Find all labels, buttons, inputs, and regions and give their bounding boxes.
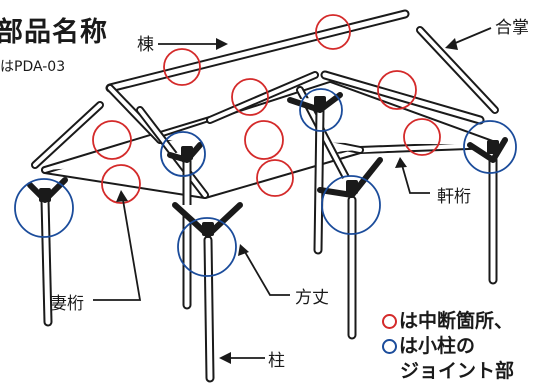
post-joint-circle — [160, 131, 206, 177]
post-joint-circles — [14, 88, 517, 277]
leader-lines — [93, 27, 492, 359]
split-point-circle — [163, 48, 201, 86]
red-circle-icon — [382, 314, 397, 329]
blue-circle-icon — [382, 339, 397, 354]
split-point-circle — [231, 78, 269, 116]
label-rafter: 合掌 — [495, 18, 529, 38]
legend-joint-text: は小柱の — [399, 335, 476, 357]
split-point-circle — [244, 120, 284, 160]
roof-frame — [31, 26, 499, 199]
legend-split-text: は中断箇所、 — [399, 310, 514, 332]
split-point-circle — [315, 14, 351, 50]
legs — [40, 105, 498, 383]
label-frame: 方丈 — [295, 288, 329, 308]
legend-split-row: は中断箇所、 — [382, 309, 514, 334]
split-point-circles — [92, 14, 441, 204]
ridge-pipes — [105, 9, 485, 125]
label-ridge: 棟 — [137, 35, 154, 55]
split-point-circle — [377, 70, 417, 110]
post-joint-circle — [321, 175, 381, 235]
label-gable-beam: 妻桁 — [50, 294, 84, 314]
legend: は中断箇所、 は小柱の ジョイント部 — [382, 309, 514, 384]
legend-joint-row-2: ジョイント部 — [382, 359, 514, 384]
post-joint-circle — [463, 120, 517, 174]
label-leg: 柱 — [268, 351, 285, 371]
post-joint-circle — [14, 178, 74, 238]
arrow-heads — [116, 38, 458, 364]
split-point-circle — [92, 120, 132, 160]
post-joint-circle — [299, 88, 343, 132]
page-title: 部品名称 — [0, 17, 108, 48]
joint-blocks — [39, 96, 499, 236]
page-subtitle: はPDA-03 — [0, 59, 66, 75]
legend-joint-row: は小柱の — [382, 334, 514, 359]
split-point-circle — [256, 159, 294, 197]
post-joint-circle — [177, 217, 237, 277]
legend-joint-text-2: ジョイント部 — [400, 360, 515, 382]
split-point-circle — [101, 164, 141, 204]
label-eave-beam: 軒桁 — [437, 187, 471, 207]
split-point-circle — [403, 118, 441, 156]
